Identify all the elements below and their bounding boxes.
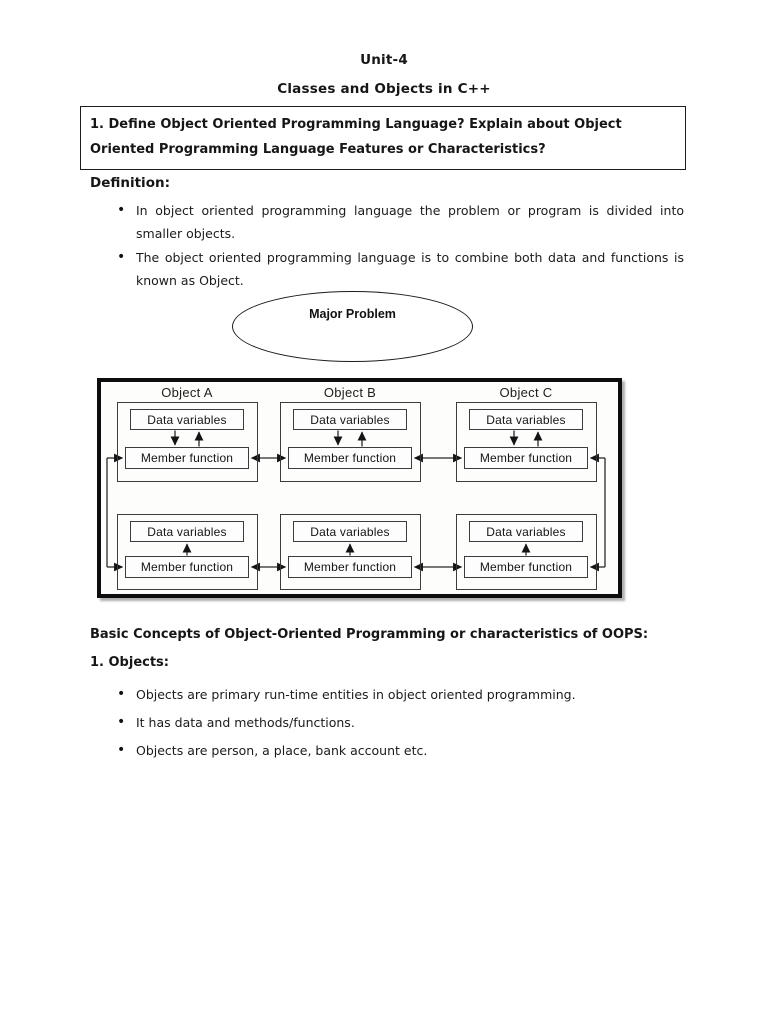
objects-bullet: It has data and methods/functions. (117, 711, 684, 734)
data-variables-box: Data variables (293, 521, 407, 542)
object-a-bottom-container (117, 514, 258, 590)
data-variables-box: Data variables (293, 409, 407, 430)
member-function-box: Member function (464, 447, 588, 469)
objects-heading: 1. Objects: (90, 655, 169, 670)
data-variables-box: Data variables (469, 409, 583, 430)
definition-bullet: The object oriented programming language… (117, 246, 684, 292)
object-c-bottom-container (456, 514, 597, 590)
objects-bullet: Objects are person, a place, bank accoun… (117, 739, 684, 762)
diagram-connector-arrows (106, 430, 606, 572)
object-b-bottom-container (280, 514, 421, 590)
member-function-box: Member function (125, 556, 249, 578)
member-function-box: Member function (288, 556, 412, 578)
question-box: 1. Define Object Oriented Programming La… (80, 106, 686, 170)
object-c-top-container (456, 402, 597, 482)
definition-heading: Definition: (90, 175, 170, 191)
objects-bullet: Objects are primary run-time entities in… (117, 683, 684, 706)
object-b-top-container (280, 402, 421, 482)
major-problem-label: Major Problem (309, 306, 396, 321)
object-a-label: Object A (161, 385, 213, 400)
definition-bullet: In object oriented programming language … (117, 199, 684, 245)
major-problem-ellipse: Major Problem (232, 291, 473, 362)
member-function-box: Member function (464, 556, 588, 578)
object-c-label: Object C (499, 385, 553, 400)
basic-concepts-heading: Basic Concepts of Object-Oriented Progra… (90, 627, 649, 642)
object-b-label: Object B (323, 385, 377, 400)
oop-objects-diagram: Object A Object B Object C Data variable… (97, 378, 622, 598)
data-variables-box: Data variables (469, 521, 583, 542)
doc-subtitle: Classes and Objects in C++ (277, 81, 491, 97)
unit-title: Unit-4 (360, 52, 408, 68)
object-a-top-container (117, 402, 258, 482)
member-function-box: Member function (125, 447, 249, 469)
data-variables-box: Data variables (130, 409, 244, 430)
question-text: 1. Define Object Oriented Programming La… (90, 117, 622, 157)
member-function-box: Member function (288, 447, 412, 469)
data-variables-box: Data variables (130, 521, 244, 542)
